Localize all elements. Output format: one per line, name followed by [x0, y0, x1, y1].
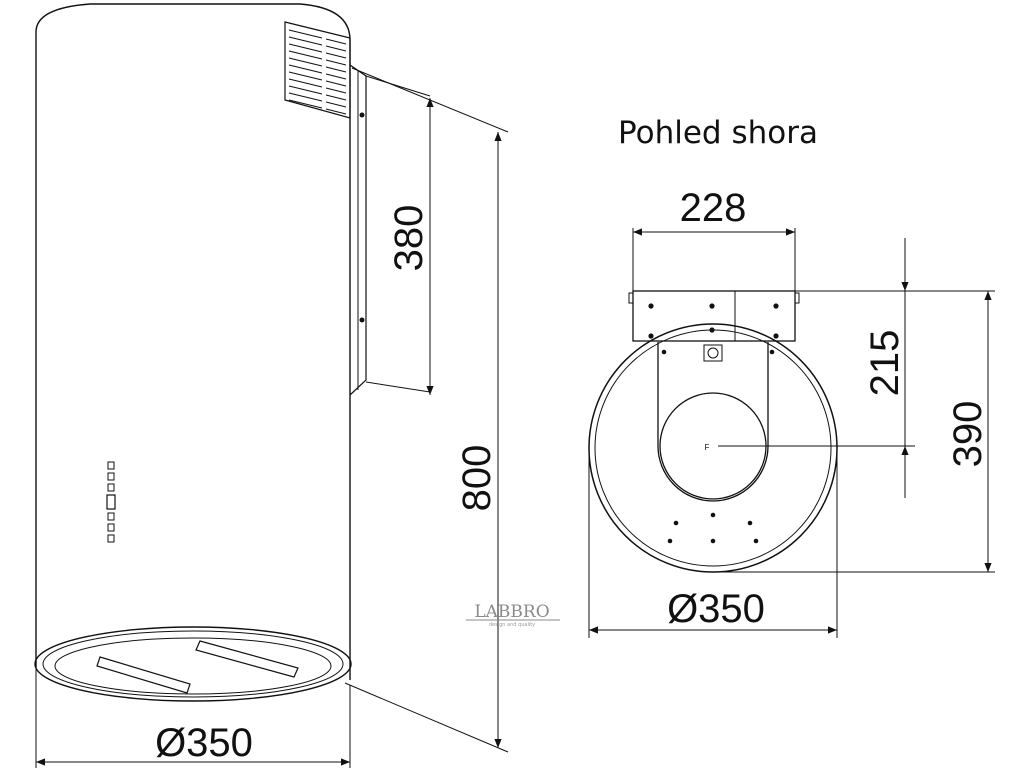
- side-view: 380 800 Ø350: [34, 3, 509, 768]
- dim-bracket-height: 380: [365, 75, 434, 395]
- filter-slot-right: [195, 640, 299, 678]
- grille-slat: [288, 85, 323, 95]
- bracket-screw-top: [359, 112, 365, 118]
- grille-slat: [325, 101, 347, 108]
- logo-tagline: design and quality: [489, 622, 535, 628]
- grille-slat: [325, 38, 347, 45]
- dim-top-diameter: Ø350: [588, 448, 838, 638]
- grille-slat: [325, 73, 347, 80]
- dim-depth: 390: [713, 290, 995, 573]
- grille-slat: [325, 66, 347, 73]
- dim-top-diameter-label: Ø350: [667, 587, 765, 631]
- grille-slat: [325, 94, 347, 101]
- dim-offset: 215: [718, 238, 915, 498]
- top-center-mark: F: [705, 443, 710, 452]
- wall-bracket: [349, 64, 367, 396]
- top-bracket-plate: [628, 290, 800, 342]
- dim-bracket-width-label: 228: [680, 186, 747, 230]
- dim-offset-label: 215: [863, 330, 907, 397]
- grille-slat: [325, 45, 347, 52]
- top-connector: [661, 344, 775, 362]
- top-bottom-holes: [667, 512, 759, 544]
- vent-grille: [284, 21, 351, 119]
- top-duct-channel: [657, 342, 769, 502]
- grille-slat: [288, 99, 323, 109]
- grille-slat: [288, 64, 323, 74]
- top-view-title: Pohled shora: [618, 115, 818, 151]
- top-inner-ring: [594, 329, 832, 567]
- hood-bottom-inner-rim: [42, 630, 344, 698]
- logo-brand: LABBRO: [474, 602, 549, 622]
- filter-slot-left: [96, 656, 191, 694]
- grille-slat: [325, 80, 347, 87]
- grille-slat: [288, 36, 323, 46]
- grille-slat: [288, 78, 323, 88]
- top-view: Pohled shora F: [588, 115, 995, 638]
- dim-side-diameter: Ø350: [35, 668, 351, 768]
- grille-slat: [288, 71, 323, 81]
- dim-total-height: 800: [344, 67, 509, 753]
- grille-slat: [288, 50, 323, 60]
- grille-slat: [288, 57, 323, 67]
- grille-slat: [325, 52, 347, 59]
- grille-slat: [325, 59, 347, 66]
- dim-total-height-label: 800: [455, 445, 499, 512]
- grille-slat: [288, 43, 323, 53]
- hood-filter-panel: [54, 637, 332, 695]
- dim-side-diameter-label: Ø350: [155, 721, 253, 765]
- labbro-logo: LABBRO design and quality: [466, 602, 560, 628]
- dim-bracket-height-label: 380: [387, 205, 431, 272]
- grille-slat: [288, 92, 323, 102]
- control-panel: [106, 461, 116, 543]
- dim-bracket-width: 228: [632, 186, 796, 291]
- hood-bottom-rim: [34, 626, 352, 702]
- grille-slat: [325, 87, 347, 94]
- hood-cylinder-outline: [35, 3, 351, 680]
- bracket-screw-bottom: [359, 317, 365, 323]
- dim-depth-label: 390: [946, 401, 990, 468]
- grille-slat: [288, 29, 323, 39]
- grille-slat: [325, 108, 347, 115]
